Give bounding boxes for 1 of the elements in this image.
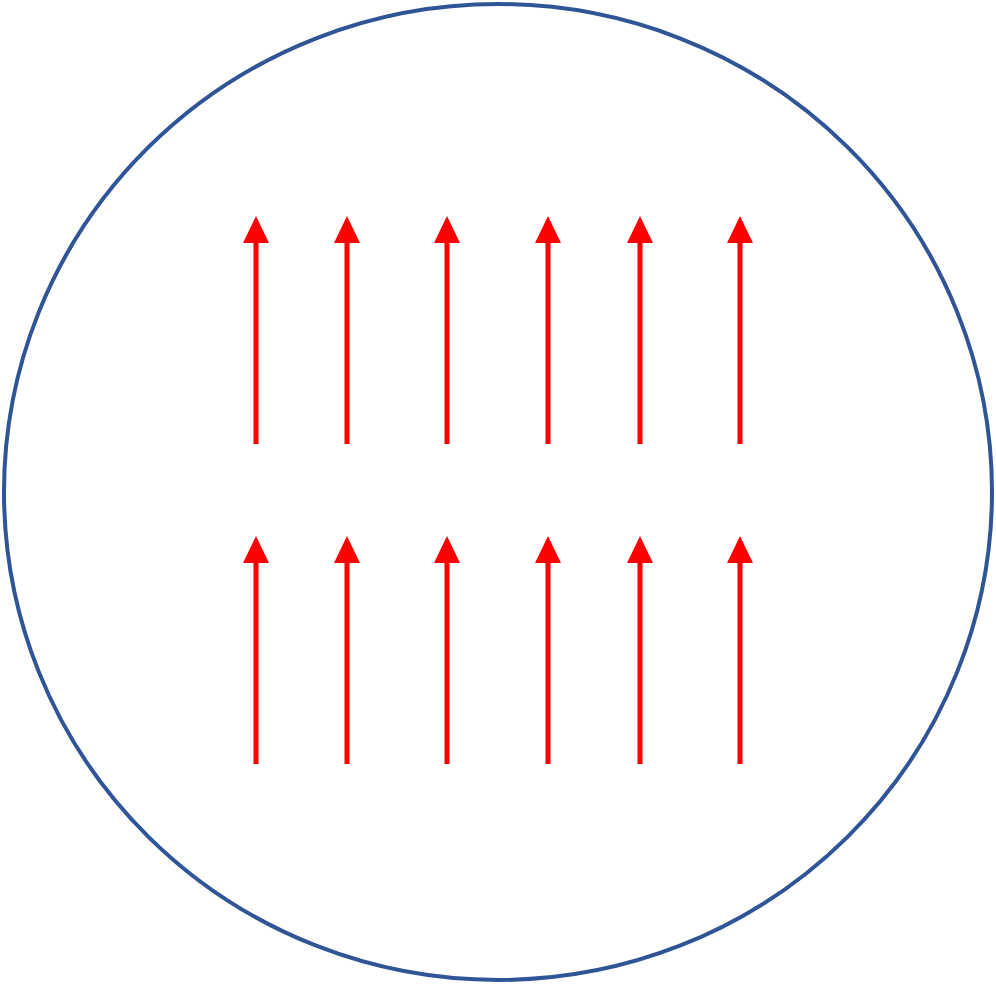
circle-outline (2, 2, 994, 982)
